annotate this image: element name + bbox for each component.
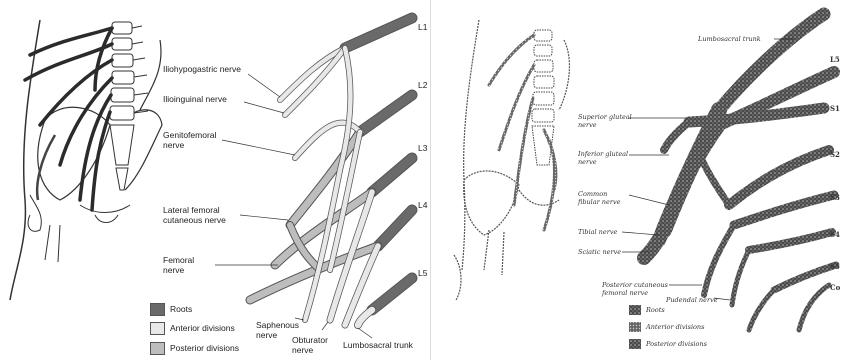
level-label-s5: S5 (830, 262, 840, 271)
legend-label-roots: Roots (170, 304, 192, 314)
level-label-s2: S2 (830, 150, 840, 159)
level-label-s3: S3 (830, 193, 840, 202)
legend-label-anterior: Anterior divisions (170, 323, 235, 333)
pudendal-nerve-label: Pudendal nerve (666, 296, 718, 304)
sacral-plexus-diagram: Lumbosacral trunk Superior gluteal nerve… (434, 0, 844, 360)
level-label-l5-right: L5 (830, 55, 840, 64)
sciatic-nerve-label: Sciatic nerve (578, 248, 621, 256)
lumbosacral-trunk-label-right: Lumbosacral trunk (698, 35, 761, 43)
ilioinguinal-nerve-label: Ilioinguinal nerve (163, 94, 227, 104)
right-legend-label-anterior: Anterior divisions (646, 323, 704, 331)
inferior-gluteal-nerve-label: Inferior gluteal nerve (578, 150, 628, 166)
common-fibular-nerve-label: Common fibular nerve (578, 190, 620, 206)
level-label-l1: L1 (418, 22, 427, 32)
legend-label-posterior: Posterior divisions (170, 343, 239, 353)
right-legend-swatch-posterior (629, 339, 641, 349)
right-legend-label-posterior: Posterior divisions (646, 340, 707, 348)
legend-swatch-roots (150, 303, 165, 316)
obturator-nerve-label: Obturator nerve (292, 335, 328, 355)
level-label-s1: S1 (830, 104, 840, 113)
level-label-l4: L4 (418, 200, 427, 210)
lumbar-plexus-illustration (0, 0, 430, 360)
tibial-nerve-label: Tibial nerve (578, 228, 617, 236)
posterior-cutaneous-femoral-nerve-label: Posterior cutaneous femoral nerve (602, 281, 668, 297)
iliohypogastric-nerve-label: Iliohypogastric nerve (163, 64, 241, 74)
level-label-s4: S4 (830, 230, 840, 239)
superior-gluteal-nerve-label: Superior gluteal nerve (578, 113, 632, 129)
right-legend-swatch-roots (629, 305, 641, 315)
level-label-l5: L5 (418, 268, 427, 278)
sacral-plexus-illustration (434, 0, 844, 360)
legend-swatch-posterior (150, 342, 165, 355)
lateral-femoral-cutaneous-nerve-label: Lateral femoral cutaneous nerve (163, 205, 226, 225)
level-label-l2: L2 (418, 80, 427, 90)
genitofemoral-nerve-label: Genitofemoral nerve (163, 130, 216, 150)
lumbosacral-trunk-label: Lumbosacral trunk (343, 340, 413, 350)
right-legend-label-roots: Roots (646, 306, 665, 314)
femoral-nerve-label: Femoral nerve (163, 255, 194, 275)
level-label-co: Co (830, 283, 840, 292)
legend-swatch-anterior (150, 322, 165, 335)
right-legend-swatch-anterior (629, 322, 641, 332)
level-label-l3: L3 (418, 143, 427, 153)
lumbar-plexus-diagram: Iliohypogastric nerve Ilioinguinal nerve… (0, 0, 430, 360)
